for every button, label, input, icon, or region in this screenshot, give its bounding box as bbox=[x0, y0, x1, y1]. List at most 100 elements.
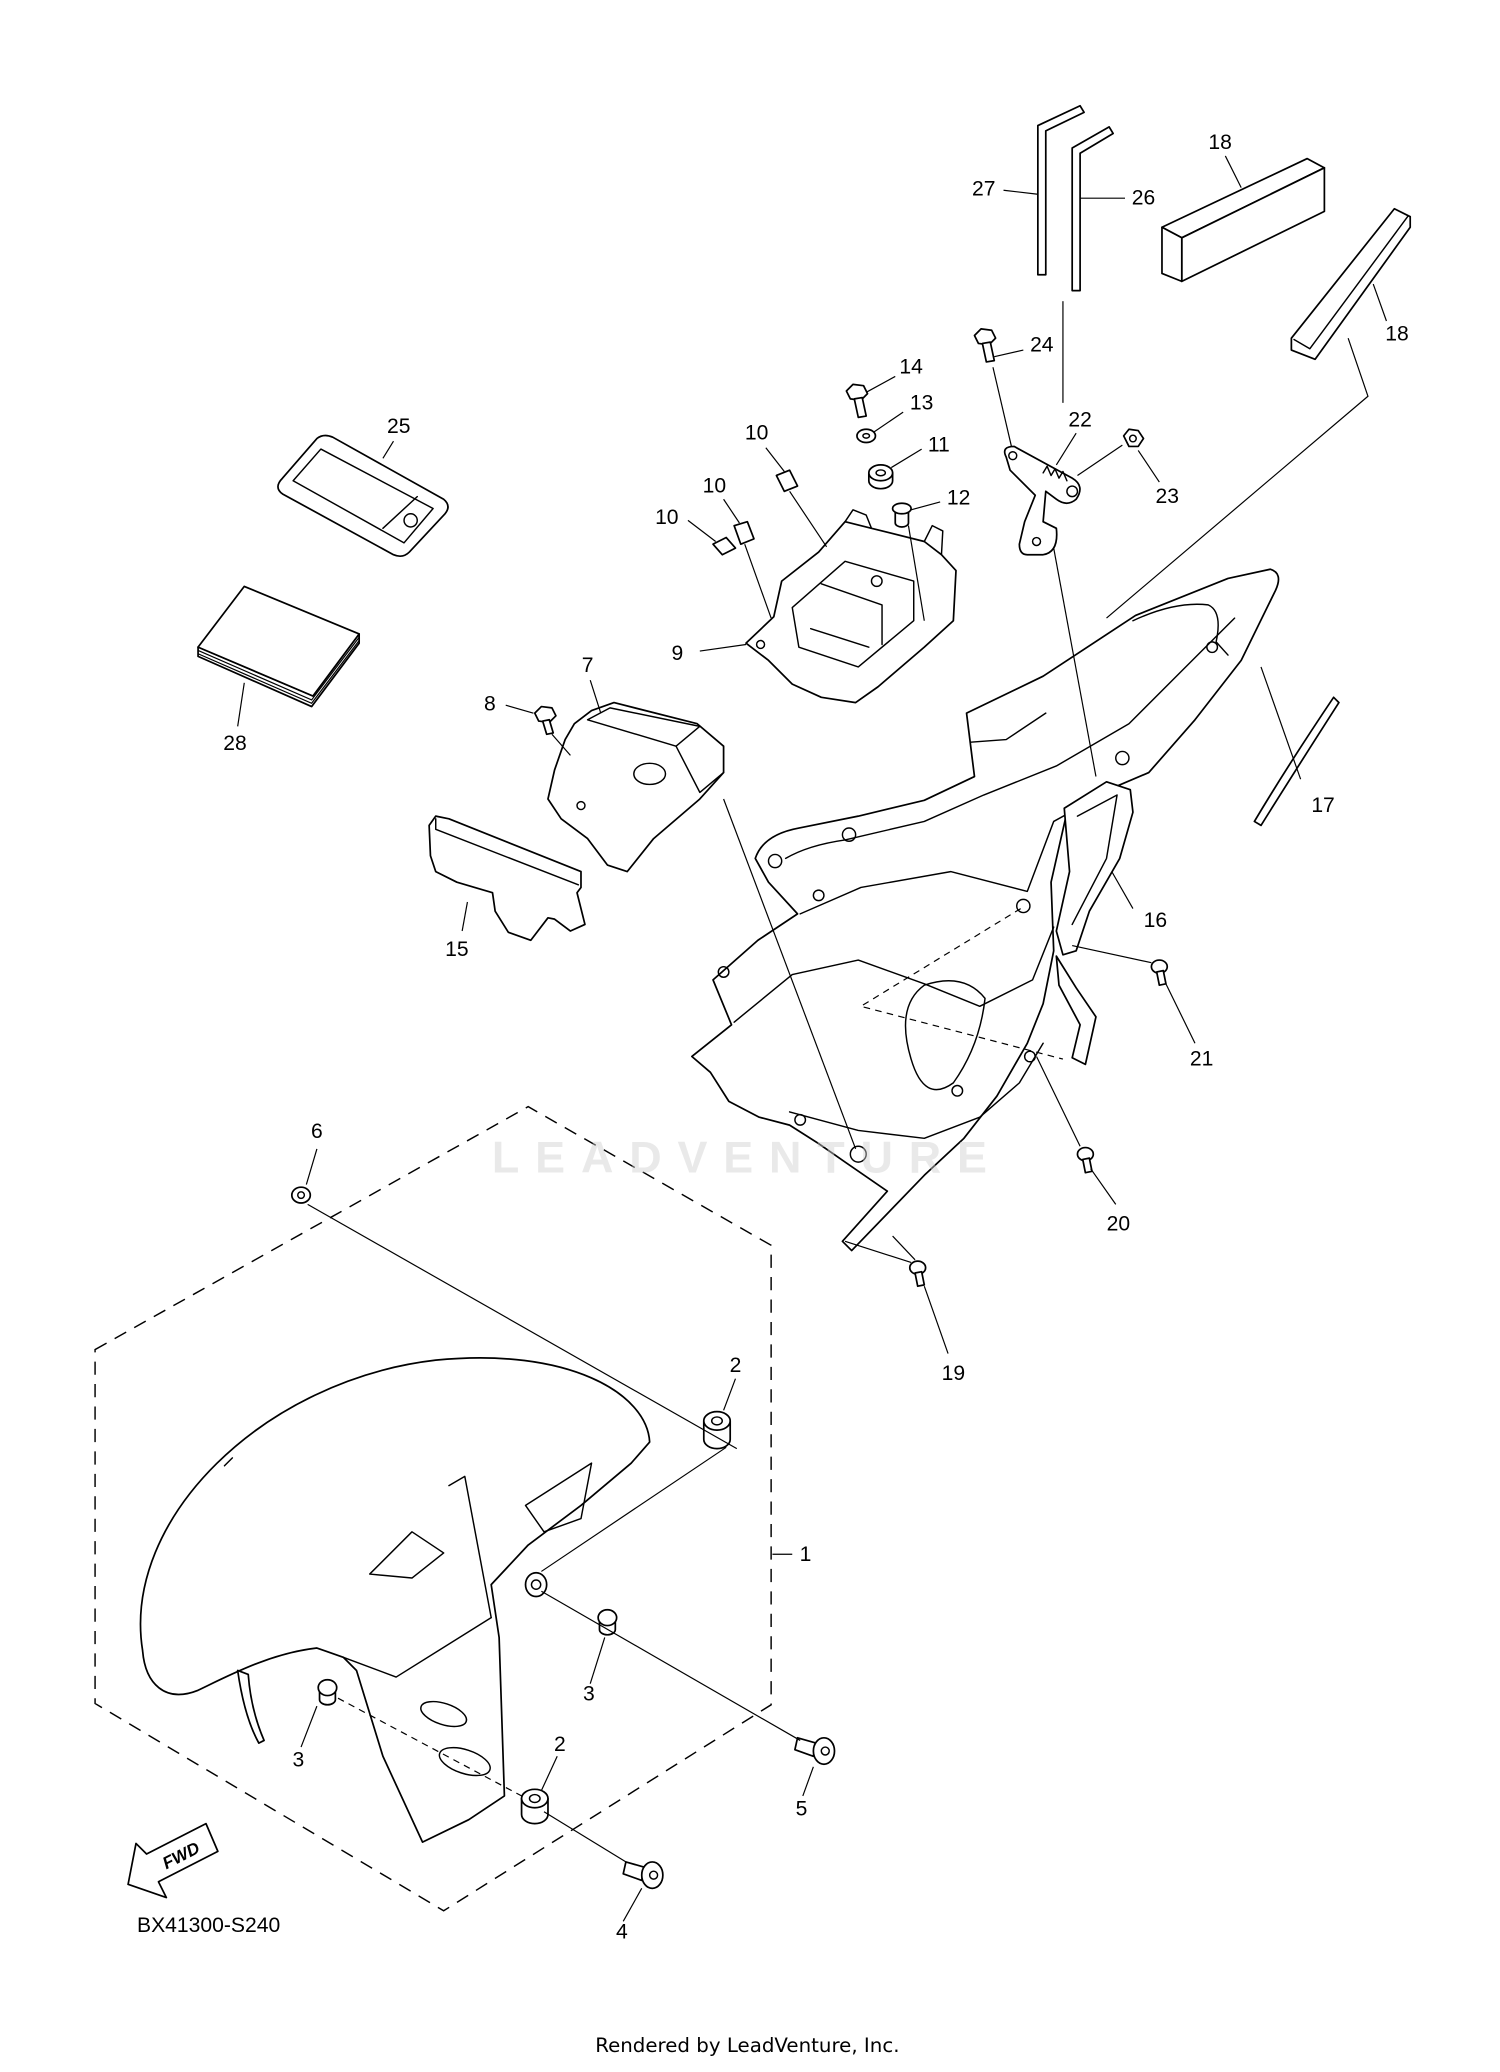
callout-10-c: 10 bbox=[655, 506, 678, 529]
leader-18-top bbox=[1224, 155, 1242, 188]
fwd-arrow-shape bbox=[127, 1822, 219, 1899]
part-9 bbox=[745, 509, 957, 704]
rear-cowl-hole bbox=[717, 965, 730, 978]
part-6-nut bbox=[290, 1186, 312, 1204]
callout-24: 24 bbox=[1030, 333, 1054, 356]
part-25-outline bbox=[277, 434, 449, 558]
leader-4 bbox=[622, 1888, 643, 1922]
rear-cowl-step bbox=[969, 712, 1047, 743]
part-9-divider bbox=[820, 583, 883, 646]
callout-27: 27 bbox=[972, 177, 995, 200]
part-7-port bbox=[633, 762, 667, 786]
watermark-logo: LEADVENTURE bbox=[492, 1131, 1003, 1182]
part-18-right-edge bbox=[1293, 215, 1409, 350]
part-21 bbox=[1150, 959, 1169, 987]
callout-8: 8 bbox=[484, 692, 496, 715]
part-3-right-face bbox=[597, 1608, 618, 1627]
leader-22 bbox=[1055, 432, 1077, 466]
part-12 bbox=[891, 502, 912, 528]
callout-19: 19 bbox=[942, 1362, 965, 1385]
front-fender-edge bbox=[223, 1457, 234, 1467]
part-18-right-outline bbox=[1290, 207, 1412, 361]
part-23-hole bbox=[1128, 434, 1137, 443]
part-6-hole bbox=[297, 1191, 306, 1200]
rear-cowl-tail-bracket bbox=[1132, 603, 1229, 656]
part-25-inner bbox=[292, 448, 434, 544]
leader-10-c bbox=[687, 519, 717, 542]
part-5-head bbox=[812, 1736, 836, 1766]
part-11-hole bbox=[875, 469, 887, 477]
rear-cowl-opening bbox=[904, 980, 986, 1091]
rear-cowl-hole bbox=[1015, 898, 1031, 914]
leader-24 bbox=[994, 349, 1024, 358]
connector-7 bbox=[723, 798, 857, 1150]
callout-25: 25 bbox=[387, 415, 410, 438]
rear-cowl-hole bbox=[812, 889, 825, 902]
callout-7: 7 bbox=[582, 654, 594, 677]
part-20-shank bbox=[1081, 1157, 1093, 1174]
rear-cowl-upper-ridge bbox=[784, 617, 1236, 860]
part-28-page-edge bbox=[197, 640, 360, 704]
callout-23: 23 bbox=[1156, 485, 1179, 508]
front-fender-outline bbox=[139, 1357, 651, 1843]
connector-21 bbox=[1072, 944, 1152, 964]
rear-cowl-middle-ridge bbox=[799, 791, 1108, 915]
callout-26: 26 bbox=[1132, 187, 1155, 210]
leader-12 bbox=[910, 501, 941, 511]
connector-4 bbox=[543, 1811, 627, 1863]
part-6 bbox=[290, 1186, 312, 1204]
connector-10-b bbox=[744, 543, 772, 619]
part-26-shape bbox=[1071, 126, 1114, 292]
part-9-outline bbox=[745, 520, 957, 704]
callout-18-top: 18 bbox=[1208, 131, 1231, 154]
connector-2-top bbox=[541, 1446, 727, 1572]
callout-1: 1 bbox=[800, 1543, 812, 1566]
part-18-end-face bbox=[1161, 226, 1183, 283]
fwd-arrow-icon: FWD bbox=[127, 1822, 219, 1899]
part-7-hole bbox=[576, 800, 586, 811]
callout-2-top: 2 bbox=[730, 1354, 742, 1377]
part-9-hole bbox=[870, 575, 883, 588]
part-22-hole bbox=[1066, 485, 1079, 498]
rear-cowl bbox=[691, 568, 1280, 1252]
part-10-clip-b bbox=[733, 520, 755, 546]
part-13 bbox=[856, 428, 877, 444]
part-12-top bbox=[891, 502, 912, 515]
part-22-hole bbox=[1008, 450, 1018, 461]
part-15-edge bbox=[435, 818, 580, 886]
part-2-top-hole bbox=[710, 1416, 723, 1426]
connector-24 bbox=[992, 367, 1013, 447]
connector-19 bbox=[892, 1235, 916, 1261]
leader-6 bbox=[305, 1148, 318, 1185]
connector-5 bbox=[541, 1590, 801, 1741]
part-23 bbox=[1122, 428, 1145, 448]
leader-21 bbox=[1165, 983, 1196, 1044]
front-fender-hook bbox=[236, 1669, 265, 1744]
part-7-opening bbox=[586, 707, 701, 747]
part-23-nut bbox=[1122, 428, 1145, 448]
part-22 bbox=[1003, 445, 1081, 556]
rear-cowl-hole bbox=[794, 1113, 807, 1126]
rear-cowl-hole bbox=[849, 1145, 867, 1163]
leader-11 bbox=[890, 448, 922, 469]
leader-3-right bbox=[589, 1637, 606, 1684]
callout-6: 6 bbox=[311, 1120, 323, 1143]
leader-14 bbox=[865, 375, 896, 393]
callout-3-left: 3 bbox=[293, 1749, 305, 1772]
connector-6 bbox=[307, 1203, 738, 1450]
leader-16 bbox=[1111, 871, 1134, 909]
part-28-top bbox=[197, 585, 361, 697]
leader-23 bbox=[1137, 450, 1160, 483]
leader-27 bbox=[1003, 189, 1038, 195]
front-fender-strut-edge bbox=[448, 1475, 492, 1619]
part-2-bottom bbox=[520, 1788, 549, 1825]
part-8-head bbox=[533, 705, 557, 724]
callout-18-right: 18 bbox=[1385, 323, 1408, 346]
part-7 bbox=[547, 701, 725, 873]
part-10-clip-c bbox=[712, 536, 737, 556]
part-25-hole bbox=[403, 513, 418, 528]
front-fender-slot bbox=[420, 1700, 468, 1728]
part-7-outline bbox=[547, 701, 725, 873]
rear-cowl-hidden-line bbox=[859, 908, 1064, 1060]
